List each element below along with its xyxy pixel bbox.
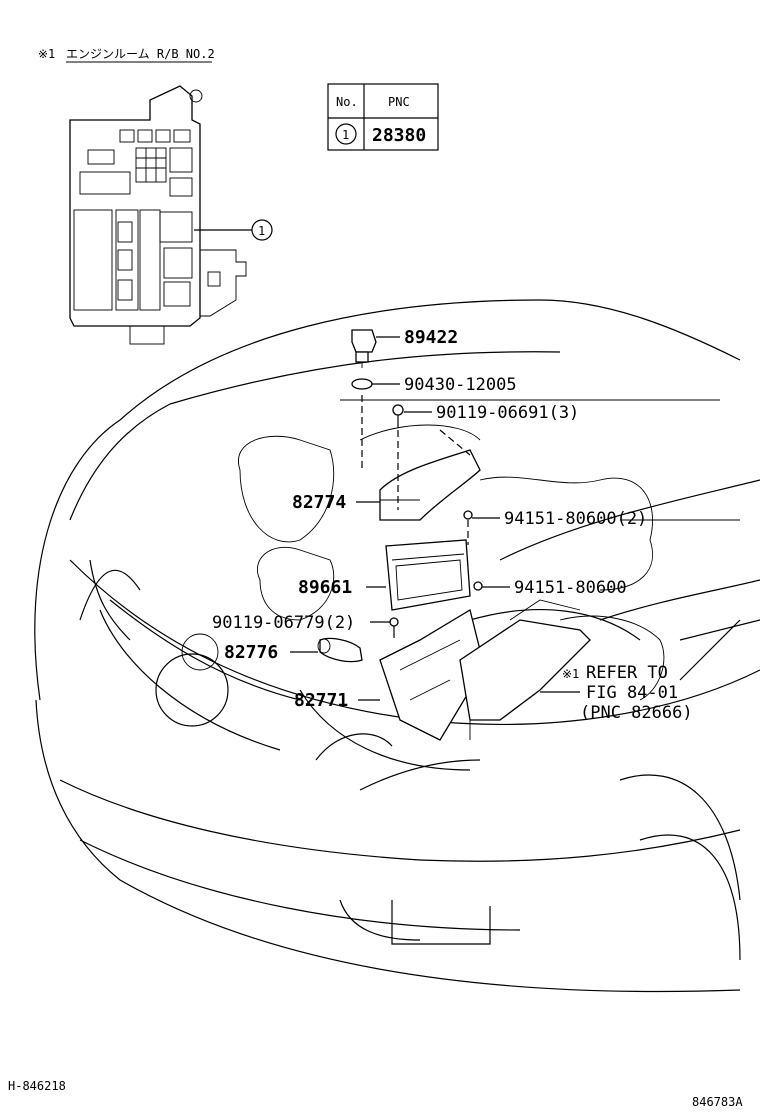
car-body <box>34 299 760 993</box>
inset-callout: 1 <box>258 224 265 238</box>
table-row-no: 1 <box>342 128 349 142</box>
label-90119-06779: 90119-06779(2) <box>212 613 355 633</box>
part-82776-grommet <box>317 637 363 663</box>
part-82666-tray <box>459 599 591 740</box>
part-89661-ecu <box>385 520 471 611</box>
part-90119a-bolt <box>392 404 404 428</box>
refer-line1: REFER TO <box>586 663 668 683</box>
note-text: エンジンルーム R/B NO.2 <box>66 47 215 61</box>
label-94151-80600-2: 94151-80600(2) <box>504 509 647 529</box>
label-82771: 82771 <box>294 690 348 711</box>
refer-note: ※1 REFER TO FIG 84-01 (PNC 82666) <box>562 663 693 723</box>
refer-mark: ※1 <box>562 667 579 681</box>
table-col-pnc: PNC <box>388 95 410 109</box>
part-90430-gasket <box>351 378 373 390</box>
footer-right-code: 846783A <box>692 1095 743 1109</box>
label-82774: 82774 <box>292 492 346 513</box>
label-90119-06691: 90119-06691(3) <box>436 403 579 423</box>
label-89661: 89661 <box>298 577 352 598</box>
part-94151-nut-a <box>463 510 473 520</box>
note-mark: ※1 <box>38 47 55 61</box>
label-89422: 89422 <box>404 327 458 348</box>
refer-line2: FIG 84-01 <box>586 683 678 703</box>
relay-box-inset: 1 <box>69 85 273 345</box>
part-82774-cover <box>361 395 481 521</box>
label-90430-12005: 90430-12005 <box>404 375 517 395</box>
table-row-pnc: 28380 <box>372 125 426 146</box>
part-94151-nut-b <box>473 581 483 591</box>
part-89422-sensor <box>351 329 377 368</box>
refer-line3: (PNC 82666) <box>580 703 693 723</box>
table-col-no: No. <box>336 95 358 109</box>
label-82776: 82776 <box>224 642 278 663</box>
footer-left-code: H-846218 <box>8 1079 66 1093</box>
label-94151-80600: 94151-80600 <box>514 578 627 598</box>
pnc-table: No. PNC 1 28380 <box>327 83 439 151</box>
part-90119b-bolt <box>389 617 399 638</box>
